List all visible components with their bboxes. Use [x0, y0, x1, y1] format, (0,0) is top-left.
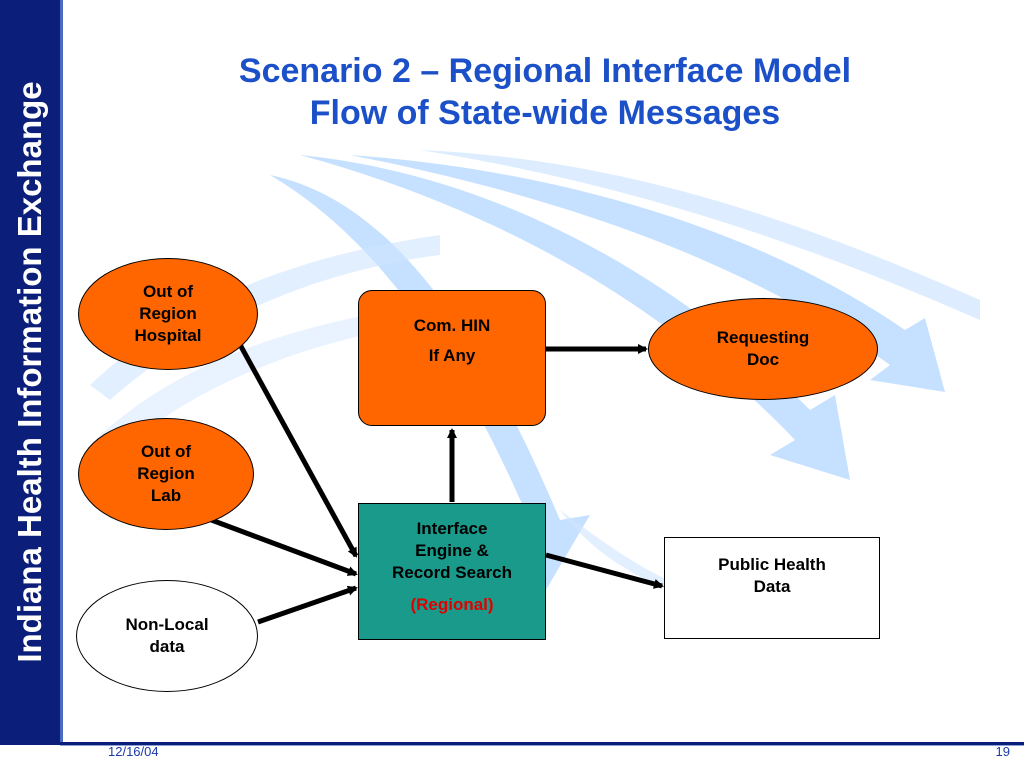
- node-non-local-data: Non-Local data: [76, 580, 258, 692]
- sidebar-stripe: [60, 0, 63, 745]
- footer-rule: [60, 742, 1024, 745]
- node-label: Doc: [746, 350, 780, 369]
- node-requesting-doc: Requesting Doc: [648, 298, 878, 400]
- arrow-engine-to-public-health: [545, 552, 664, 589]
- flow-arrow-2: [300, 155, 850, 480]
- footer-rule-thin: [60, 745, 1024, 746]
- node-label: Com. HIN: [413, 316, 491, 335]
- node-label: Out of: [142, 282, 194, 301]
- node-out-of-region-hospital: Out of Region Hospital: [78, 258, 258, 370]
- node-out-of-region-lab: Out of Region Lab: [78, 418, 254, 530]
- regional-label: (Regional): [410, 595, 494, 614]
- node-label: Non-Local: [125, 615, 209, 634]
- page-number: 19: [995, 744, 1010, 759]
- node-label: Data: [753, 577, 791, 596]
- slide-title-line1: Scenario 2 – Regional Interface Model: [238, 52, 852, 90]
- node-label: Requesting: [716, 328, 810, 347]
- node-label: Hospital: [134, 326, 202, 345]
- slide-title: Scenario 2 – Regional Interface Model Fl…: [120, 50, 970, 134]
- node-label: data: [149, 637, 185, 656]
- slide-title-line2: Flow of State-wide Messages: [309, 94, 781, 132]
- footer-date: 12/16/04: [108, 744, 159, 759]
- node-label: Lab: [150, 486, 182, 505]
- node-interface-engine: Interface Engine & Record Search (Region…: [358, 503, 546, 640]
- node-label: Out of: [140, 442, 192, 461]
- node-label: Interface: [416, 519, 488, 538]
- arrow-hospital-to-engine: [229, 328, 359, 558]
- node-label: Public Health: [718, 555, 826, 574]
- node-com-hin: Com. HIN If Any: [358, 290, 546, 426]
- node-label: Engine &: [415, 541, 489, 560]
- arrow-lab-to-engine: [189, 509, 358, 577]
- sidebar: [0, 0, 60, 745]
- node-label: Region: [139, 304, 197, 323]
- node-label: Region: [137, 464, 195, 483]
- node-label: If Any: [428, 346, 476, 365]
- node-label: Record Search: [392, 563, 512, 582]
- flow-arrow-left: [90, 235, 440, 400]
- arrow-nonlocal-to-engine: [257, 585, 358, 625]
- node-public-health-data: Public Health Data: [664, 537, 880, 639]
